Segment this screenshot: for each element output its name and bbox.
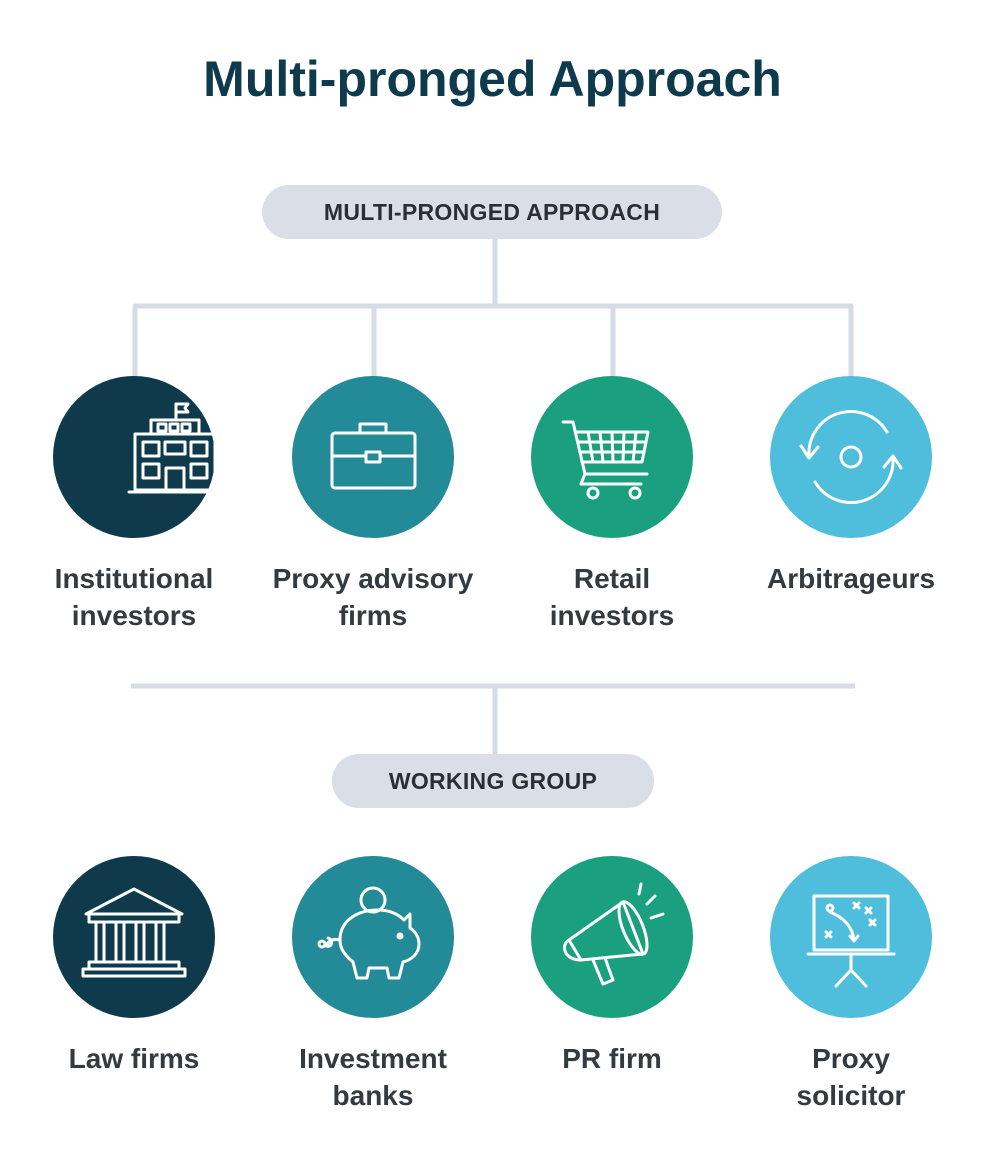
megaphone-icon (531, 856, 693, 1018)
piggy-bank-icon (292, 856, 454, 1018)
node-label: Law firms (68, 1043, 200, 1074)
building-icon (53, 376, 215, 538)
strategy-board-icon (770, 856, 932, 1018)
courthouse-icon (53, 856, 215, 1018)
node-label: Proxy advisory firms (272, 563, 474, 631)
node-label: Institutional investors (54, 563, 214, 631)
shopping-cart-icon (531, 376, 693, 538)
node-label: PR firm (562, 1043, 662, 1074)
briefcase-icon (292, 376, 454, 538)
node-label: Retail investors (549, 563, 675, 631)
node-label: Arbitrageurs (766, 563, 936, 594)
working-group-pill: WORKING GROUP (332, 754, 654, 808)
node-label: Investment banks (299, 1043, 447, 1111)
page-title: Multi-pronged Approach (203, 51, 782, 107)
node-label: Proxy solicitor (796, 1043, 906, 1111)
refresh-cycle-icon (770, 376, 932, 538)
multi-pronged-approach-pill: MULTI-PRONGED APPROACH (262, 185, 722, 239)
